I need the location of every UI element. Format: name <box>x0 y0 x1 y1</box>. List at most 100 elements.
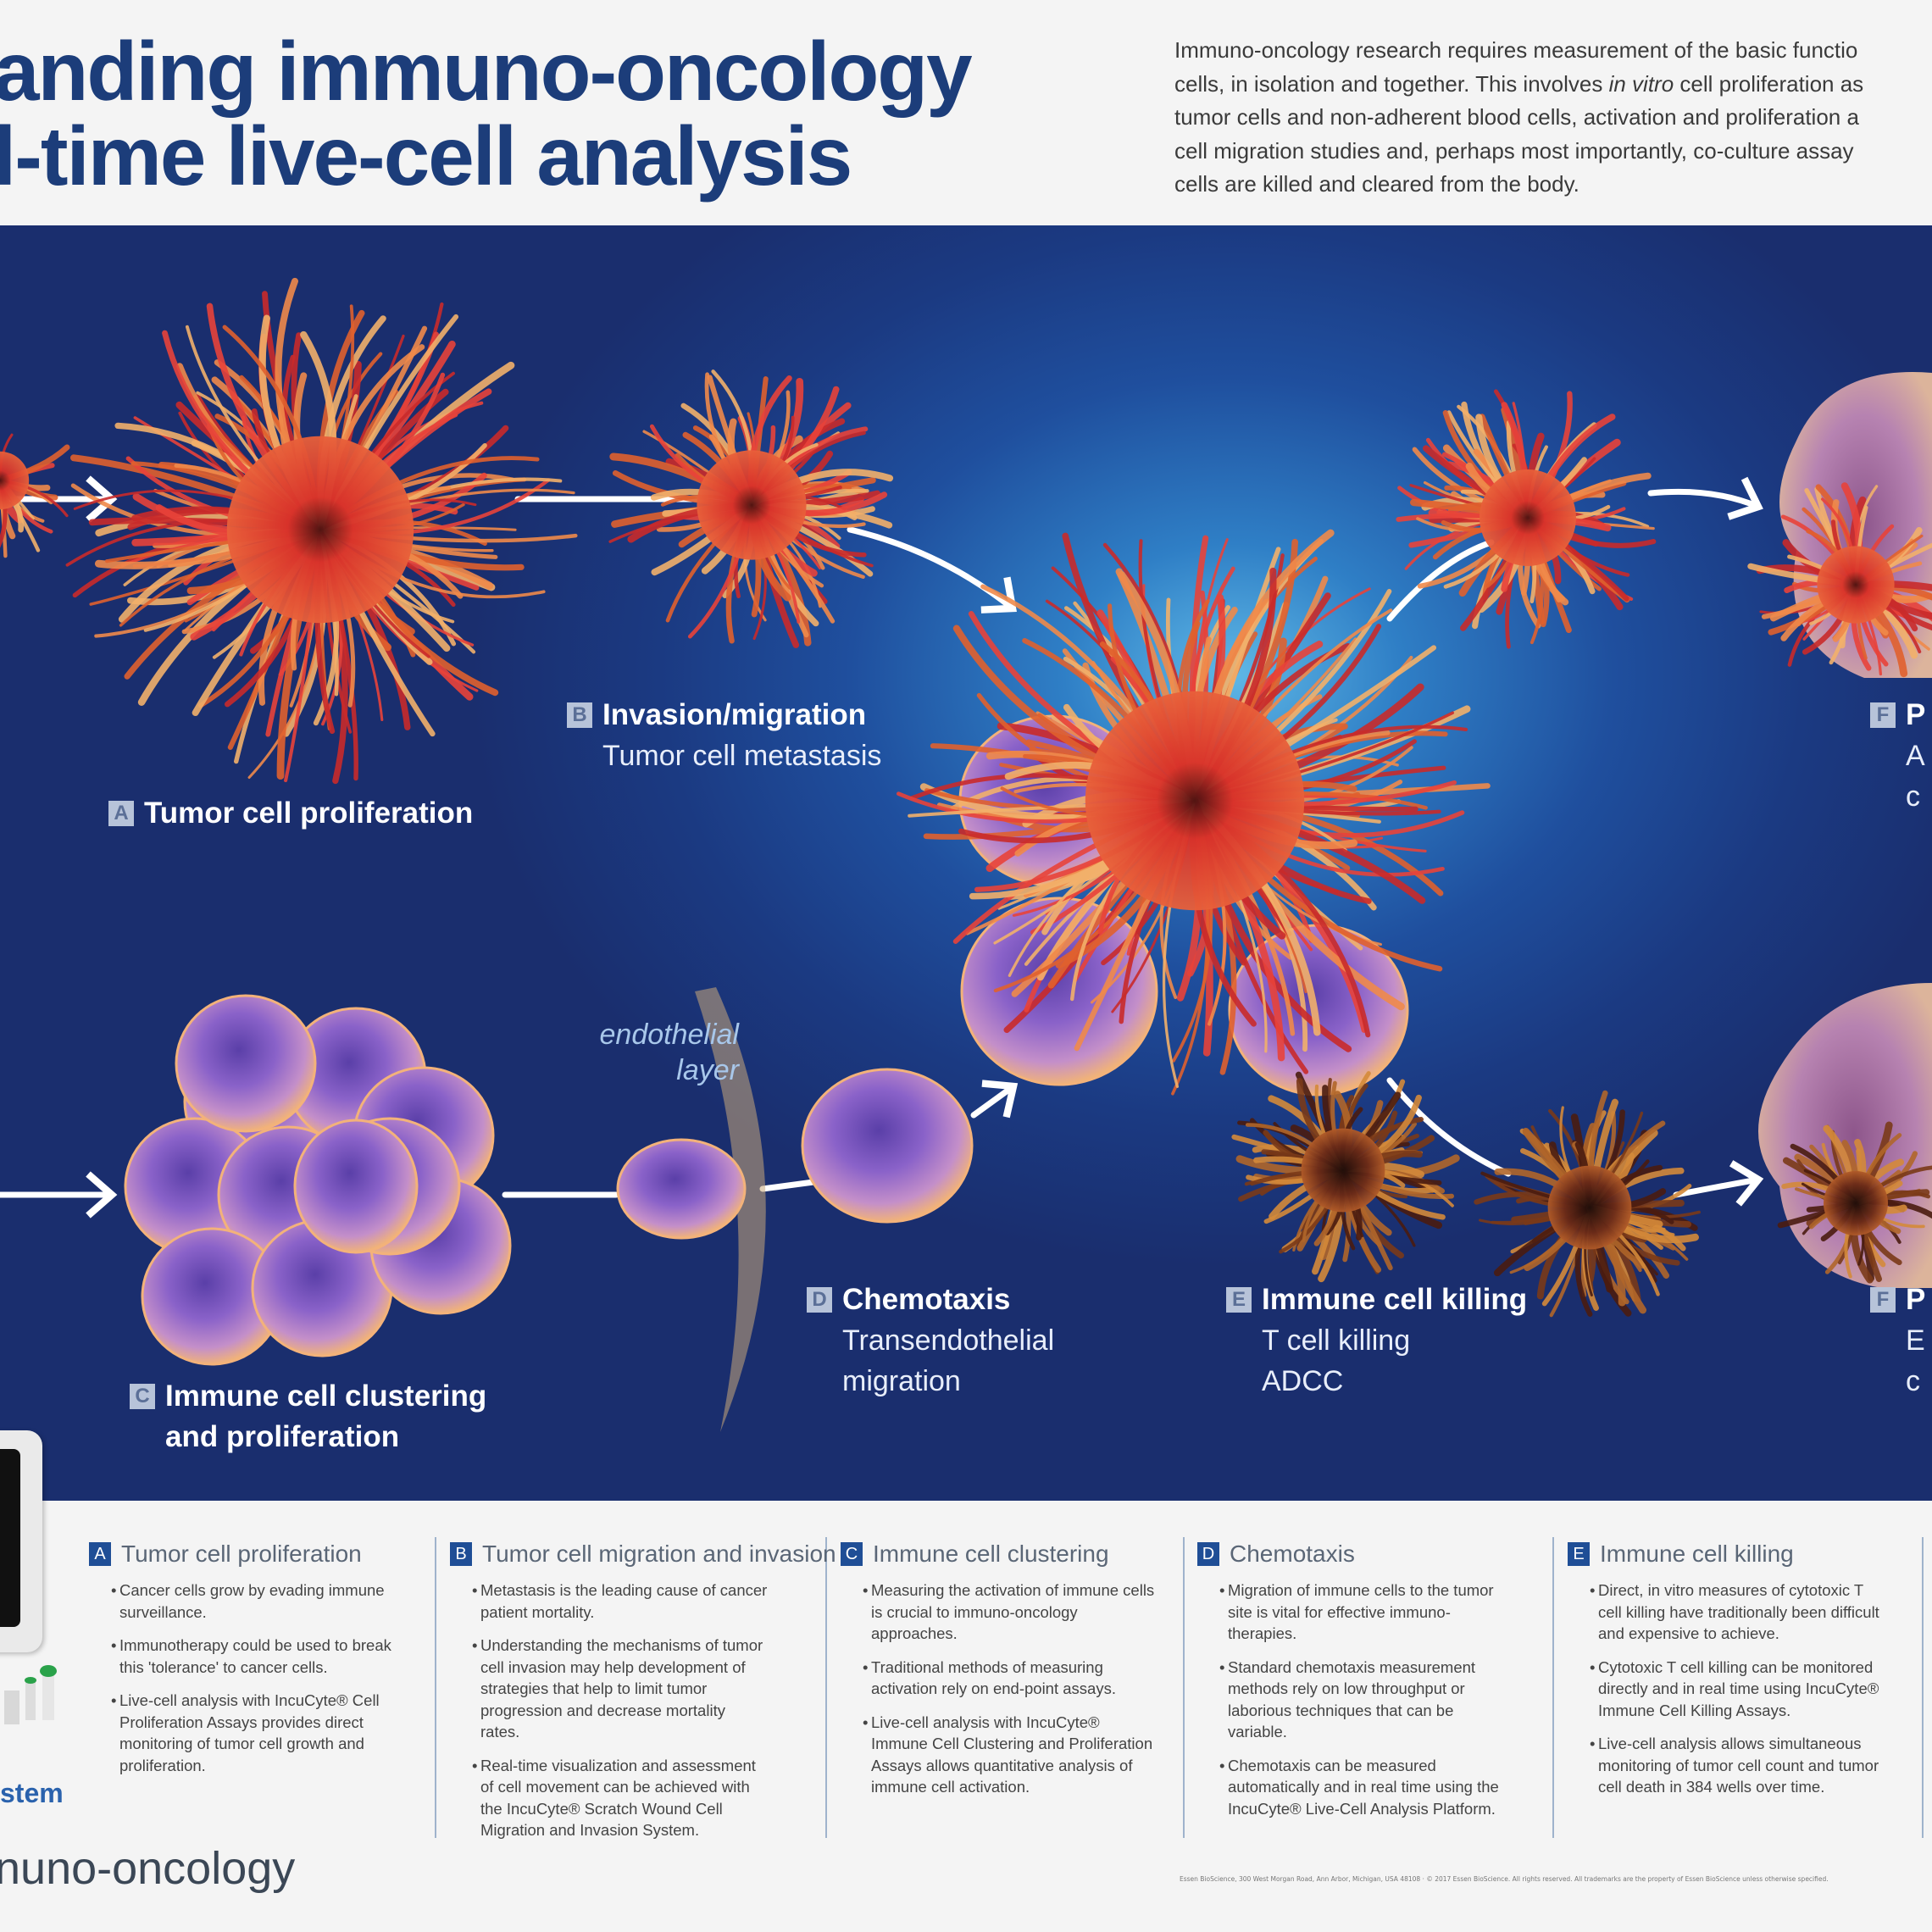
badge-b: B <box>567 702 592 728</box>
bullet-list: Cancer cells grow by evading immune surv… <box>89 1579 408 1776</box>
label-e-sub-2: ADCC <box>1262 1365 1344 1397</box>
immune-cell <box>960 897 1158 1086</box>
label-d-sub-2: migration <box>842 1365 961 1397</box>
intro-line: Immuno-oncology research requires measur… <box>1174 37 1858 63</box>
bottom-title: nuno-oncology <box>0 1843 296 1894</box>
column-divider <box>1922 1537 1924 1838</box>
label-a: A Tumor cell proliferation <box>108 793 473 834</box>
bullet-item: Real-time visualization and assessment o… <box>472 1755 769 1841</box>
column-badge: A <box>89 1542 111 1566</box>
label-f-title: P <box>1906 698 1926 731</box>
tumor-cell-central <box>897 529 1491 1096</box>
bullet-item: Direct, in vitro measures of cytotoxic T… <box>1590 1579 1886 1645</box>
immune-cell-cluster-member <box>175 994 317 1133</box>
label-b-title: Invasion/migration <box>602 698 867 731</box>
column-divider <box>825 1537 827 1838</box>
label-f-sub-2: c <box>1906 780 1920 813</box>
bullet-item: Standard chemotaxis measurement methods … <box>1219 1657 1516 1743</box>
tumor-cell-metastatic <box>1396 389 1657 649</box>
endothelial-line-2: layer <box>676 1054 739 1086</box>
label-f2-sub-2: c <box>1906 1365 1920 1397</box>
bullet-item: Cancer cells grow by evading immune surv… <box>111 1579 408 1623</box>
title-line-1: anding immuno-oncology <box>0 25 973 118</box>
tumor-cell-migrating <box>608 369 894 648</box>
column-divider <box>1183 1537 1185 1838</box>
badge-e: E <box>1226 1287 1252 1313</box>
label-f2-sub: E <box>1906 1324 1925 1357</box>
intro-text: cell proliferation as <box>1674 70 1864 97</box>
tumor-cell-partial <box>0 433 70 558</box>
label-c-title: Immune cell clustering <box>165 1380 487 1413</box>
bullet-list: Metastasis is the leading cause of cance… <box>450 1579 836 1841</box>
arrow-to-f2 <box>1386 1077 1758 1195</box>
immune-cell-cluster-member <box>293 1119 419 1254</box>
bullet-item: Migration of immune cells to the tumor s… <box>1219 1579 1516 1645</box>
footer-credits: Essen BioScience, 300 West Morgan Road, … <box>1180 1875 1829 1883</box>
system-label: stem <box>0 1778 64 1808</box>
poster-title: anding immuno-oncology l-time live-cell … <box>0 25 973 203</box>
intro-italic: in vitro <box>1608 70 1674 97</box>
badge-a: A <box>108 801 134 826</box>
column-heading: D Chemotaxis <box>1197 1541 1516 1568</box>
bullet-item: Immunotherapy could be used to break thi… <box>111 1635 408 1678</box>
bullet-item: Traditional methods of measuring activat… <box>863 1657 1159 1700</box>
bullet-item: Cytotoxic T cell killing can be monitore… <box>1590 1657 1886 1722</box>
column-badge: B <box>450 1542 472 1566</box>
badge-f: F <box>1870 1287 1896 1313</box>
instrument-screen <box>0 1449 20 1627</box>
immune-cell-transmigrated <box>801 1068 974 1224</box>
label-e-title: Immune cell killing <box>1262 1283 1528 1316</box>
bullet-item: Live-cell analysis with IncuCyte® Cell P… <box>111 1690 408 1776</box>
intro-paragraph: Immuno-oncology research requires measur… <box>1174 34 1932 202</box>
tumor-cell-engulfed <box>1777 1121 1932 1284</box>
label-f-sub: A <box>1906 740 1925 772</box>
incucyte-instrument-image <box>0 1430 42 1652</box>
column-heading: E Immune cell killing <box>1568 1541 1886 1568</box>
label-d-sub: Transendothelial <box>842 1324 1055 1357</box>
endothelial-label: endothelial layer <box>542 1017 739 1088</box>
tumor-cell-engulfed <box>1747 482 1932 678</box>
label-a-title: Tumor cell proliferation <box>144 797 474 830</box>
bullet-item: Understanding the mechanisms of tumor ce… <box>472 1635 769 1743</box>
intro-line: cells, in isolation and together. This i… <box>1174 68 1932 102</box>
arrow-d <box>759 1086 1013 1192</box>
column-badge: D <box>1197 1542 1219 1566</box>
bullet-item: Chemotaxis can be measured automatically… <box>1219 1755 1516 1820</box>
endothelial-layer <box>695 987 766 1432</box>
label-e-sub: T cell killing <box>1262 1324 1411 1357</box>
reagent-vials-image <box>4 1665 57 1724</box>
intro-text: cells, in isolation and together. This i… <box>1174 70 1609 97</box>
info-column-e: E Immune cell killingDirect, in vitro mea… <box>1568 1541 1886 1810</box>
label-f2-title: P <box>1906 1283 1926 1316</box>
column-badge: E <box>1568 1542 1590 1566</box>
column-title: Immune cell killing <box>1600 1541 1794 1567</box>
title-line-2: l-time live-cell analysis <box>0 109 852 203</box>
badge-f: F <box>1870 702 1896 728</box>
bullet-item: Metastasis is the leading cause of cance… <box>472 1579 769 1623</box>
arrow-to-f1 <box>1386 491 1758 622</box>
label-d-title: Chemotaxis <box>842 1283 1011 1316</box>
column-title: Immune cell clustering <box>873 1541 1109 1567</box>
arrow-b-curve <box>847 526 1017 613</box>
tumor-cell-proliferating <box>65 277 578 785</box>
column-title: Chemotaxis <box>1230 1541 1355 1567</box>
killer-t-cell <box>1231 1071 1460 1283</box>
column-divider <box>435 1537 436 1838</box>
bullet-item: Live-cell analysis with IncuCyte® Immune… <box>863 1712 1159 1798</box>
label-e: E Immune cell killing T cell killing ADCC <box>1226 1280 1527 1402</box>
info-column-d: D ChemotaxisMigration of immune cells to … <box>1197 1541 1516 1831</box>
bullet-list: Migration of immune cells to the tumor s… <box>1197 1579 1516 1819</box>
label-c-title-2: and proliferation <box>165 1420 400 1453</box>
bullet-list: Direct, in vitro measures of cytotoxic T… <box>1568 1579 1886 1798</box>
endothelial-line-1: endothelial <box>599 1019 739 1051</box>
